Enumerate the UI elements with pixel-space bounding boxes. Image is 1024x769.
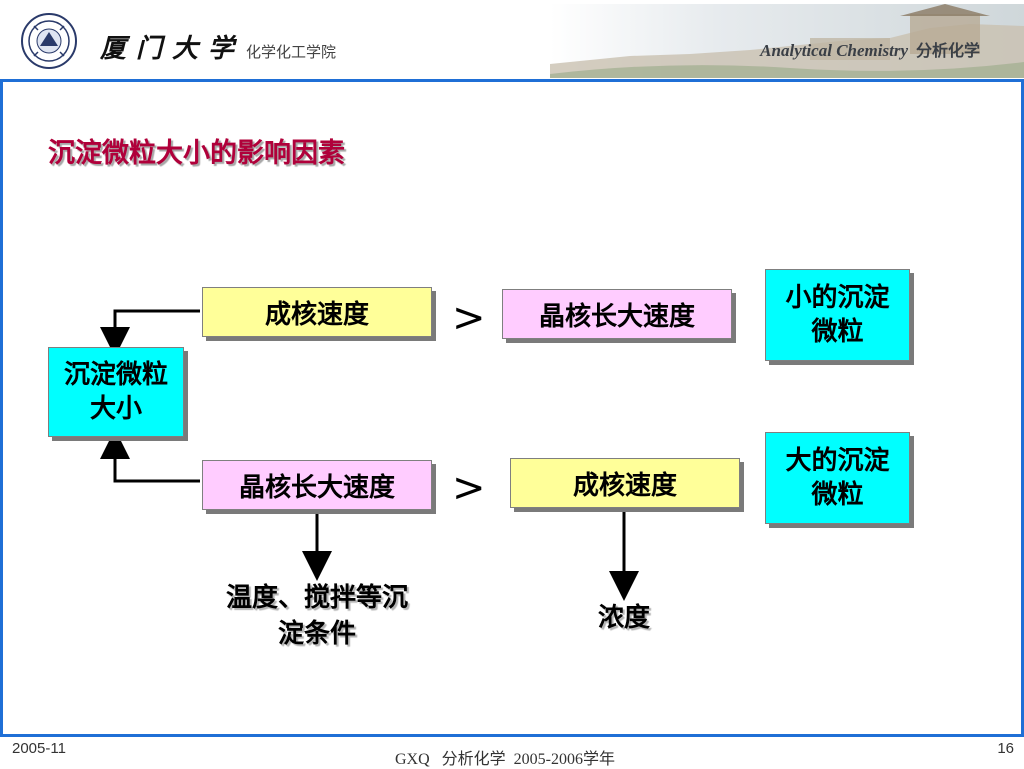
nucleation-rate-box-2: 成核速度 xyxy=(510,458,740,508)
small-particle-label: 小的沉淀微粒 xyxy=(785,283,890,347)
page-title: 沉淀微粒大小的影响因素 xyxy=(48,138,345,169)
concentration-note: 浓度 xyxy=(597,603,650,633)
content-frame xyxy=(0,79,1024,737)
precipitate-size-label: 沉淀微粒大小 xyxy=(63,360,168,424)
college-name: 化学化工学院 xyxy=(246,43,337,61)
growth-rate-box-2: 晶核长大速度 xyxy=(202,460,432,510)
page-number: 16 xyxy=(997,740,1014,757)
conditions-note: 温度、搅拌等沉淀条件 xyxy=(225,583,408,649)
nucleation-rate-box: 成核速度 xyxy=(202,287,432,337)
university-seal-icon xyxy=(21,13,77,69)
precipitate-size-box: 沉淀微粒大小 xyxy=(48,347,184,437)
growth-rate-label-2: 晶核长大速度 xyxy=(238,472,395,503)
growth-rate-label: 晶核长大速度 xyxy=(538,301,695,332)
course-title: Analytical Chemistry 分析化学 xyxy=(760,40,980,62)
greater-than-icon: > xyxy=(452,295,486,341)
large-particle-box: 大的沉淀微粒 xyxy=(765,432,910,524)
campus-photo xyxy=(550,4,1024,78)
greater-than-icon: > xyxy=(452,465,486,511)
school-name-script: 厦门大学 xyxy=(100,34,245,64)
footer-date: 2005-11 xyxy=(12,740,66,757)
slide-header: 厦门大学 化学化工学院 Analytical Chemistry 分析化学 xyxy=(0,0,1024,80)
course-title-en: Analytical Chemistry xyxy=(760,41,908,60)
small-particle-box: 小的沉淀微粒 xyxy=(765,269,910,361)
growth-rate-box: 晶核长大速度 xyxy=(502,289,732,339)
large-particle-label: 大的沉淀微粒 xyxy=(785,446,890,510)
footer-course: GXQ 分析化学 2005-2006学年 xyxy=(395,751,615,768)
nucleation-rate-label: 成核速度 xyxy=(264,299,369,330)
course-title-cn: 分析化学 xyxy=(915,41,980,60)
nucleation-rate-label-2: 成核速度 xyxy=(572,470,677,501)
